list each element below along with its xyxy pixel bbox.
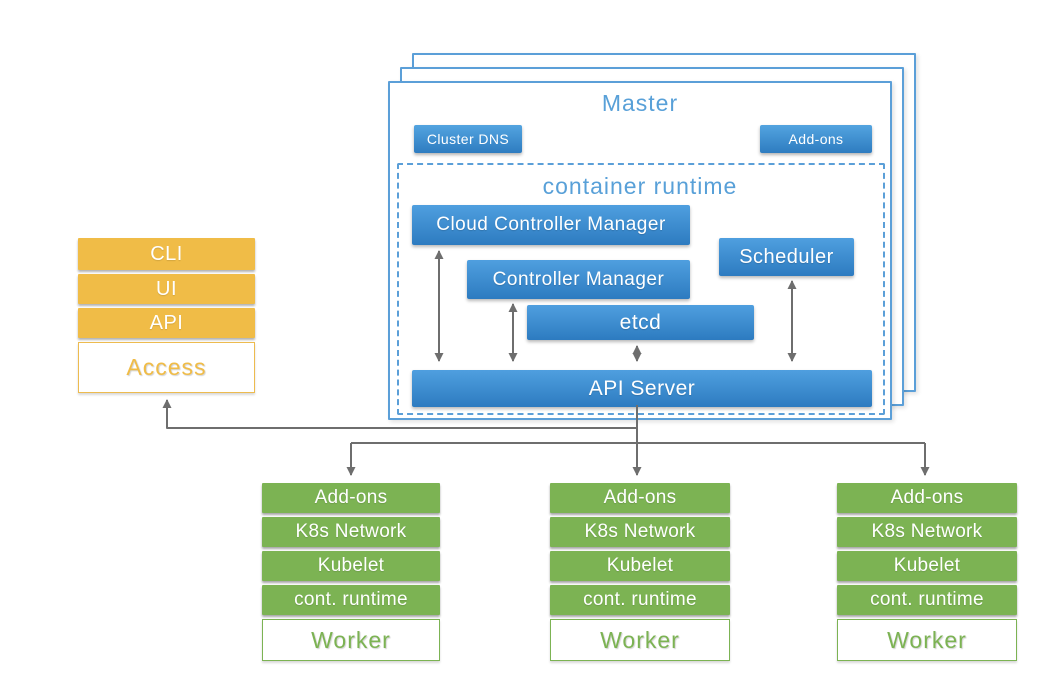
worker2-kubelet-box: Kubelet [550,551,730,581]
container-runtime-panel [397,163,885,415]
worker3-k8s-network-box: K8s Network [837,517,1017,547]
worker-node-1: Add-ons K8s Network Kubelet cont. runtim… [262,483,440,661]
worker1-k8s-network-box: K8s Network [262,517,440,547]
worker3-kubelet-box: Kubelet [837,551,1017,581]
worker3-label-box: Worker [837,619,1017,661]
worker3-addons-box: Add-ons [837,483,1017,513]
worker1-kubelet-box: Kubelet [262,551,440,581]
master-panel: Master Cluster DNS Add-ons container run… [388,81,892,420]
etcd-box: etcd [527,305,754,340]
worker1-label-box: Worker [262,619,440,661]
scheduler-box: Scheduler [719,238,854,276]
worker2-label-box: Worker [550,619,730,661]
worker1-addons-box: Add-ons [262,483,440,513]
access-label-box: Access [78,342,255,393]
access-panel: CLI UI API Access [78,238,255,393]
master-title: Master [601,90,679,116]
master-addons-box: Add-ons [760,125,872,153]
api-box: API [78,308,255,338]
worker2-k8s-network-box: K8s Network [550,517,730,547]
cloud-controller-manager-box: Cloud Controller Manager [412,205,690,245]
worker3-container-runtime-box: cont. runtime [837,585,1017,615]
container-runtime-title: container runtime [542,173,738,199]
api-server-box: API Server [412,370,872,407]
worker-node-2: Add-ons K8s Network Kubelet cont. runtim… [550,483,730,661]
worker1-container-runtime-box: cont. runtime [262,585,440,615]
cli-box: CLI [78,238,255,270]
worker2-addons-box: Add-ons [550,483,730,513]
cluster-dns-box: Cluster DNS [414,125,522,153]
worker-node-3: Add-ons K8s Network Kubelet cont. runtim… [837,483,1017,661]
ui-box: UI [78,274,255,304]
worker2-container-runtime-box: cont. runtime [550,585,730,615]
controller-manager-box: Controller Manager [467,260,690,299]
